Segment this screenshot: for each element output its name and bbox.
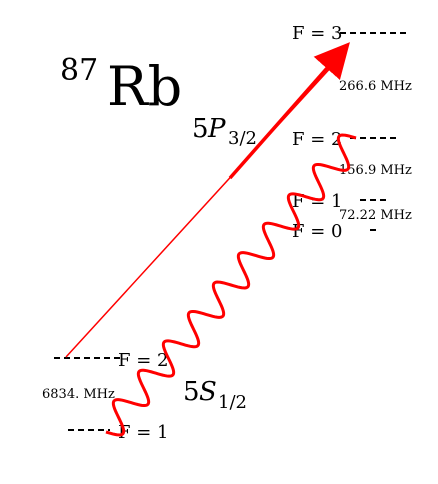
ground-splitting: 6834. MHz [42,387,115,402]
ground-j: 1/2 [218,392,247,413]
excited-splitting-labels: 266.6 MHz 156.9 MHz 72.22 MHz [339,79,412,223]
level-label-f0: F = 0 [292,221,342,242]
excited-state-term: 5 P 3/2 [192,114,257,149]
excited-level-labels: F = 3 F = 2 F = 1 F = 0 [292,23,342,242]
excited-letter: P [207,114,226,144]
ground-level-labels: F = 2 F = 1 6834. MHz [42,350,168,443]
element-symbol: Rb [107,55,182,118]
splitting-f3-f2: 266.6 MHz [339,79,412,94]
ground-label-f2: F = 2 [118,350,168,371]
excited-level-lines [340,32,410,231]
ground-state-term: 5 S 1/2 [183,377,247,413]
excitation-arrow [228,42,350,180]
ground-label-f1: F = 1 [118,422,168,443]
element-title: 87 Rb [60,53,182,118]
ground-letter: S [199,377,217,407]
level-label-f3: F = 3 [292,23,342,44]
level-label-f2: F = 2 [292,129,342,150]
splitting-f2-f1: 156.9 MHz [339,163,412,178]
excited-n: 5 [192,114,209,144]
decay-wavy-line [105,133,357,437]
excited-j: 3/2 [228,128,257,149]
ground-level-lines [54,357,124,431]
splitting-f1-f0: 72.22 MHz [339,208,412,223]
ground-n: 5 [183,377,200,407]
mass-number: 87 [60,53,98,88]
